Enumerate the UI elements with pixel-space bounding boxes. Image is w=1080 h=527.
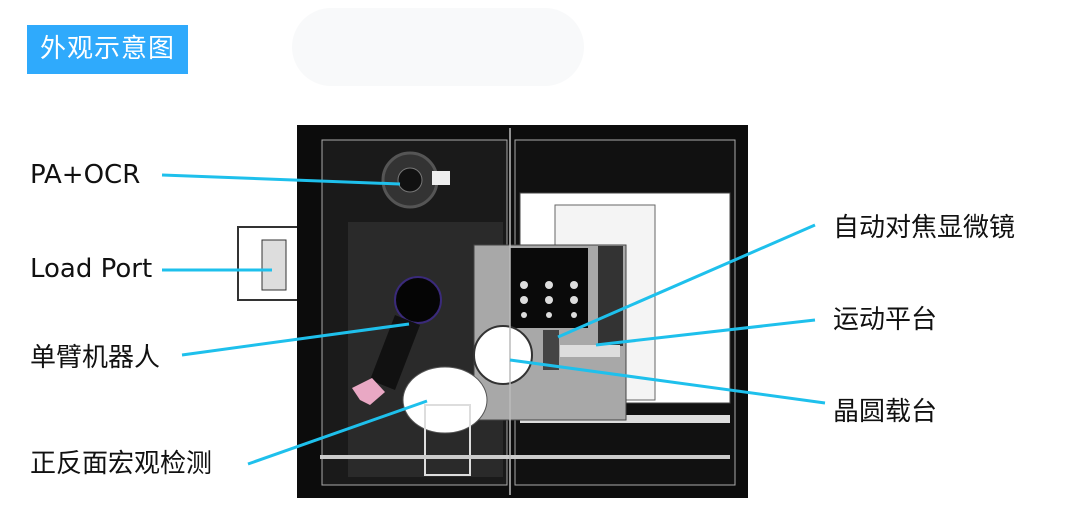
macro-inspection-unit: [402, 366, 488, 476]
label-motion-stage: 运动平台: [833, 305, 938, 335]
label-pa-ocr: PA+OCR: [30, 160, 141, 190]
callout-line-pa-ocr: [161, 173, 401, 186]
load-port-unit: [237, 226, 299, 301]
label-autofocus-microscope: 自动对焦显微镜: [833, 213, 1016, 243]
callout-line-macro: [247, 399, 428, 466]
diagram-title: 外观示意图: [27, 25, 188, 74]
motion-stage-unit: [473, 244, 627, 421]
callout-line-microscope: [557, 223, 816, 339]
redacted-area: [292, 8, 584, 86]
callout-line-stage: [595, 318, 816, 347]
label-macro-inspection: 正反面宏观检测: [30, 449, 213, 479]
callout-line-robot: [181, 322, 410, 357]
robot-unit: [352, 276, 442, 405]
label-robot: 单臂机器人: [30, 343, 161, 373]
label-wafer-chuck: 晶圆载台: [833, 397, 938, 427]
pa-ocr-unit: [381, 151, 450, 209]
callout-lines: [161, 173, 826, 466]
label-load-port: Load Port: [30, 254, 153, 284]
callout-line-chuck: [509, 358, 826, 405]
